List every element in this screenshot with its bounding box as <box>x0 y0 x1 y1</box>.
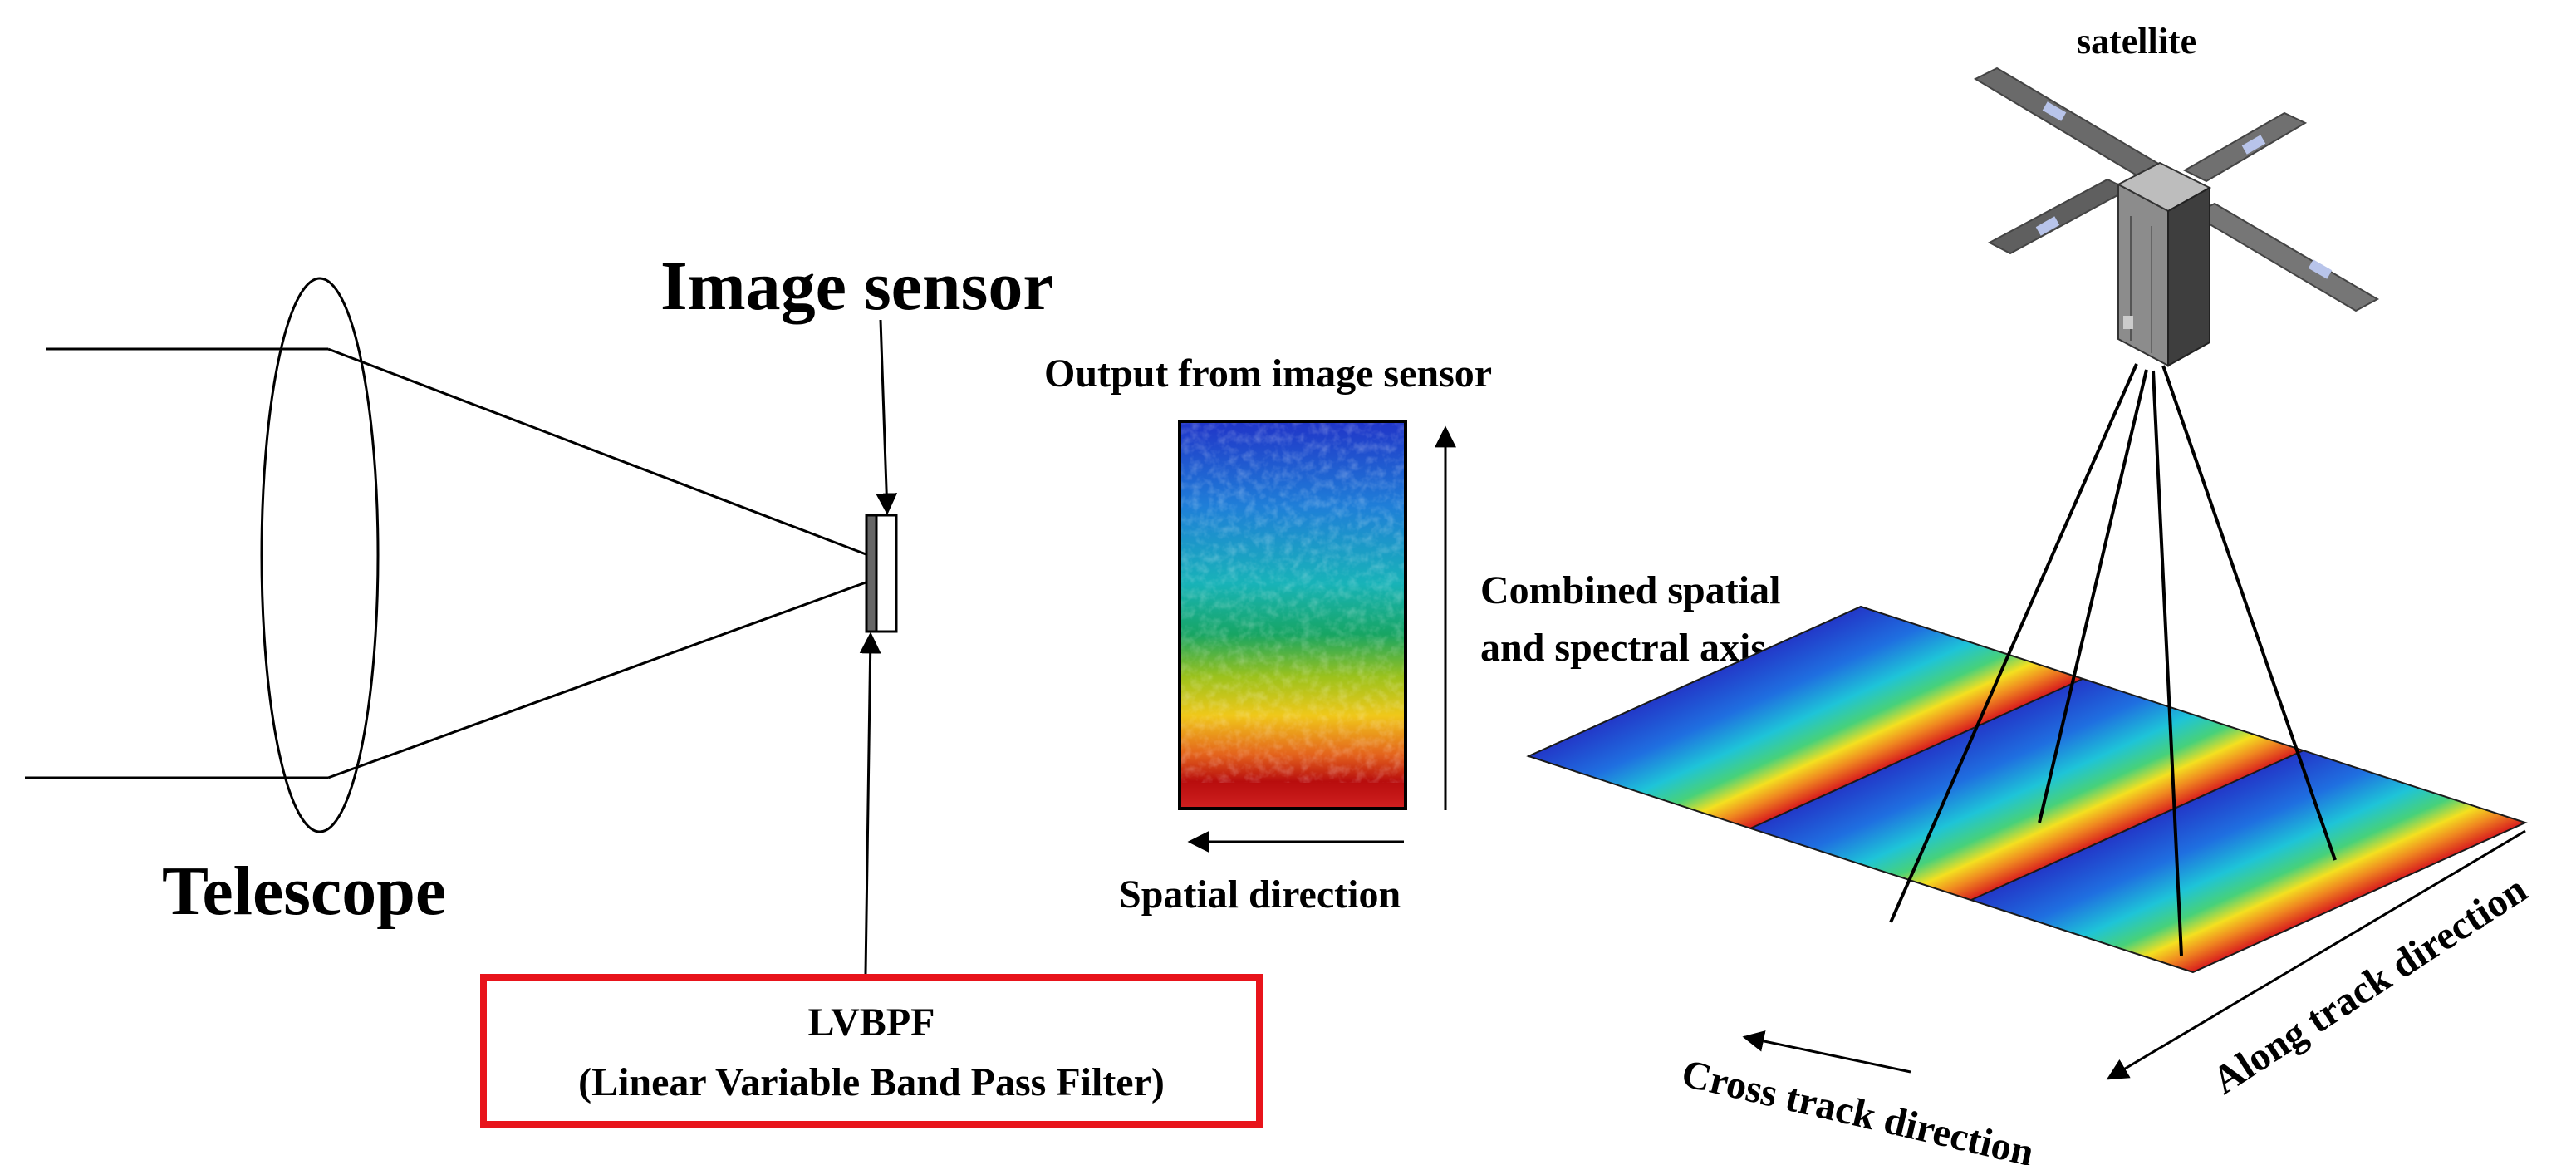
fov-line-4 <box>2161 365 2337 861</box>
along-track-arrow <box>2106 829 2526 1080</box>
telescope-lens <box>260 277 380 833</box>
swath-strip-2 <box>1749 678 2304 901</box>
fov-line-1 <box>1889 363 2138 923</box>
converging-ray-top <box>327 347 869 557</box>
panel-cell <box>2308 259 2333 279</box>
telescope-label: Telescope <box>162 853 446 930</box>
sensor-output-image <box>1178 420 1407 810</box>
sensor-filter <box>865 514 878 633</box>
combined-axis-label-1: Combined spatial <box>1480 568 1780 612</box>
field-of-view-lines <box>1889 363 2337 956</box>
output-texture <box>1180 421 1406 783</box>
output-title: Output from image sensor <box>1044 351 1492 396</box>
body-detail <box>2123 316 2133 329</box>
ground-swath <box>1526 605 2528 974</box>
fov-line-2 <box>2038 369 2148 823</box>
spatial-direction-label: Spatial direction <box>1119 873 1401 917</box>
combined-axis-label-2: and spectral axis <box>1480 626 1766 670</box>
solar-panel-upper-left <box>1973 66 2162 178</box>
panel-cell <box>2042 101 2067 121</box>
satellite-body-right <box>2167 186 2210 367</box>
fov-line-3 <box>2152 370 2183 956</box>
satellite-body-left <box>2117 183 2169 367</box>
output-frame <box>1178 420 1407 810</box>
cross-track-arrow <box>1742 1030 1911 1074</box>
swath-divider-2 <box>1749 678 2083 829</box>
lvbpf-title: LVBPF <box>808 1000 935 1045</box>
sensor-body <box>875 514 898 633</box>
lvbpf-subtitle: (Linear Variable Band Pass Filter) <box>578 1060 1165 1104</box>
satellite-label: satellite <box>2077 21 2196 61</box>
lvbpf-callout: LVBPF (Linear Variable Band Pass Filter) <box>480 974 1263 1128</box>
converging-ray-bottom <box>327 580 869 779</box>
panel-cell <box>2035 216 2060 236</box>
swath-strips <box>1528 607 2525 972</box>
swath-outline <box>1526 605 2528 974</box>
solar-panel-lower-left <box>1987 178 2131 255</box>
image-sensor <box>865 514 898 633</box>
lvbpf-arrow <box>859 632 881 975</box>
swath-strip-1 <box>1971 750 2525 972</box>
image-sensor-arrow <box>876 319 898 515</box>
swath-strip-3 <box>1528 607 2083 828</box>
swath-divider-1 <box>1970 750 2304 901</box>
satellite-icon <box>1973 66 2380 367</box>
telescope-optics <box>25 277 869 833</box>
image-sensor-label: Image sensor <box>660 248 1054 325</box>
lvbpf-box <box>480 974 1263 1128</box>
panel-cell <box>2241 135 2266 155</box>
solar-panel-lower-right <box>2191 202 2380 312</box>
cross-track-label: Cross track direction <box>1678 1051 2039 1165</box>
